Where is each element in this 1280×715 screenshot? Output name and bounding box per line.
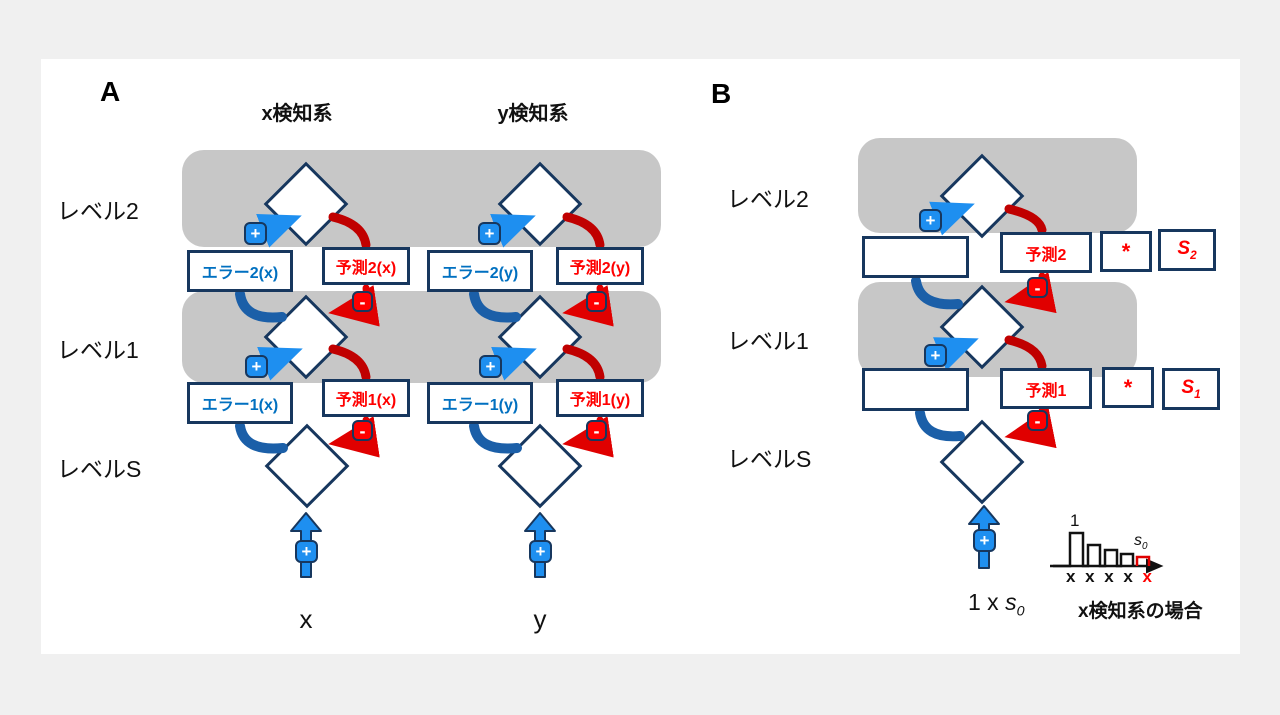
- plus-badge-b-2: +: [919, 209, 942, 232]
- s2-value: S2: [1177, 238, 1197, 262]
- star1-symbol: *: [1123, 374, 1133, 400]
- level1-label-b: レベル1: [727, 328, 809, 354]
- pulse-x-label-red: x: [1142, 567, 1152, 586]
- plus-badge-a-x-1: +: [245, 355, 268, 378]
- plus-badge-a-x-2: +: [244, 222, 267, 245]
- pred2y-box: 予測2(y): [556, 247, 644, 285]
- pred1x-box: 予測1(x): [322, 379, 410, 417]
- plus-badge-b-input: +: [973, 529, 996, 552]
- pulse-s0-label: s0: [1134, 532, 1148, 553]
- levelS-label-a: レベルS: [57, 456, 142, 482]
- input-y-label: y: [533, 604, 547, 634]
- minus-badge-a-y-1: -: [586, 420, 607, 441]
- plus-badge-a-y-input: +: [529, 540, 552, 563]
- level2-label-b: レベル2: [727, 186, 809, 212]
- minus-badge-a-y-2: -: [586, 291, 607, 312]
- pulse-x-label: x: [1066, 567, 1076, 586]
- s1-value: S1: [1181, 377, 1201, 401]
- empty-box-b-level2: [862, 236, 969, 278]
- error1x-box: エラー1(x): [187, 382, 293, 424]
- empty-box-b-level1: [862, 368, 969, 411]
- error2x-box: エラー2(x): [187, 250, 293, 292]
- plus-badge-a-y-2: +: [478, 222, 501, 245]
- level1-label-a: レベル1: [57, 337, 139, 363]
- pred1y-box: 予測1(y): [556, 379, 644, 417]
- plus-badge-a-x-input: +: [295, 540, 318, 563]
- plus-badge-a-y-1: +: [479, 355, 502, 378]
- pulse-x-labels: x x x x x: [1066, 567, 1152, 587]
- panel-b-label: B: [711, 78, 732, 109]
- star1-box: *: [1102, 367, 1154, 408]
- x-system-header: x検知系: [261, 103, 333, 125]
- pred1-box: 予測1: [1000, 368, 1092, 409]
- error1y-box: エラー1(y): [427, 382, 533, 424]
- minus-badge-a-x-1: -: [352, 420, 373, 441]
- s1-box: S1: [1162, 368, 1220, 410]
- minus-badge-a-x-2: -: [352, 291, 373, 312]
- panel-a-label: A: [100, 76, 121, 107]
- plus-badge-b-1: +: [924, 344, 947, 367]
- pred2x-box: 予測2(x): [322, 247, 410, 285]
- minus-badge-b-1: -: [1027, 410, 1048, 431]
- star2-box: *: [1100, 231, 1152, 272]
- levelS-label-b: レベルS: [727, 446, 812, 472]
- s2-box: S2: [1158, 229, 1216, 271]
- pulse-x-label: x: [1085, 567, 1095, 586]
- pred2-box: 予測2: [1000, 232, 1092, 273]
- y-system-header: y検知系: [497, 103, 569, 125]
- inset-caption: x検知系の場合: [1078, 601, 1203, 622]
- level2-label-a: レベル2: [57, 198, 139, 224]
- error2y-box: エラー2(y): [427, 250, 533, 292]
- star2-symbol: *: [1121, 238, 1131, 264]
- pulse-x-label: x: [1104, 567, 1114, 586]
- input-1xs0-label: 1 x s0: [968, 589, 1025, 620]
- minus-badge-b-2: -: [1027, 277, 1048, 298]
- input-x-label: x: [299, 604, 313, 634]
- pulse-x-label: x: [1123, 567, 1133, 586]
- pulse-peak-label: 1: [1070, 511, 1080, 530]
